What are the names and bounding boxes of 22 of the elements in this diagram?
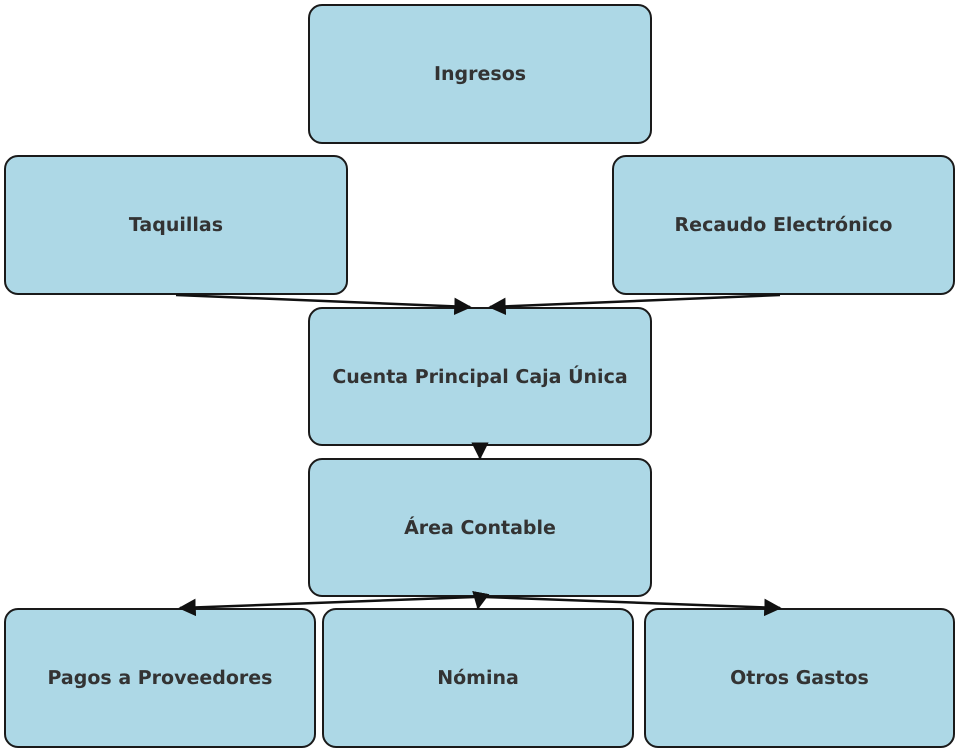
node-label: Área Contable — [404, 516, 556, 538]
node-label: Cuenta Principal Caja Única — [332, 366, 628, 388]
process-box — [4, 608, 316, 748]
arrow — [488, 294, 780, 316]
arrow — [472, 590, 490, 610]
node-label: Nómina — [437, 667, 519, 689]
process-box — [322, 608, 634, 748]
process-box — [612, 155, 955, 295]
process-box — [308, 4, 652, 144]
node-label: Recaudo Electrónico — [674, 214, 892, 236]
process-box — [4, 155, 348, 295]
node-label: Otros Gastos — [730, 667, 869, 689]
process-box — [308, 307, 652, 446]
process-box — [308, 458, 652, 597]
arrow — [471, 442, 489, 460]
node-label: Ingresos — [434, 63, 526, 85]
arrow — [176, 294, 472, 316]
arrow — [178, 596, 476, 616]
node-label: Taquillas — [128, 214, 224, 236]
arrow — [484, 596, 782, 616]
process-box — [644, 608, 955, 748]
node-label: Pagos a Proveedores — [48, 667, 272, 689]
